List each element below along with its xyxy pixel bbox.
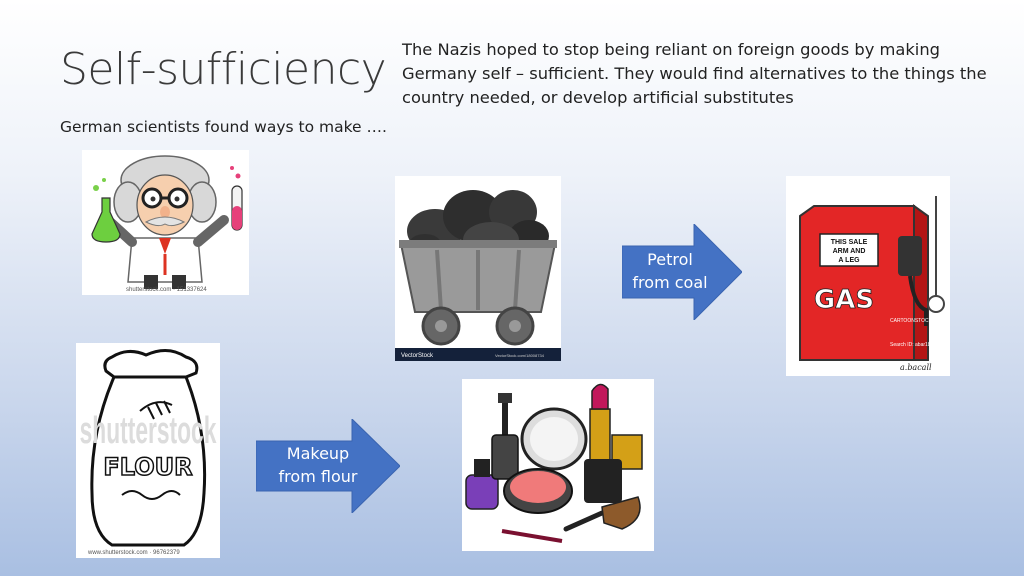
- arrow-label-line1: Makeup: [286, 444, 350, 463]
- arrow-label-line1: Petrol: [647, 250, 693, 269]
- arrow-label-line2: from coal: [632, 273, 708, 292]
- coal-cart-icon: VectorStock VectorStock.com/18008734: [395, 190, 561, 361]
- gas-pump-image: THIS SALE ARM AND A LEG GAS CARTOONSTOCK…: [786, 176, 950, 376]
- coal-cart-image: VectorStock VectorStock.com/18008734: [395, 176, 561, 361]
- gas-pump-icon: THIS SALE ARM AND A LEG GAS CARTOONSTOCK…: [799, 196, 945, 372]
- intro-text: The Nazis hoped to stop being reliant on…: [402, 40, 987, 107]
- right-arrow-icon: [621, 222, 743, 322]
- coal-credit: VectorStock: [401, 353, 434, 359]
- slide-title: Self-sufficiency: [60, 44, 387, 95]
- gas-credit-id: Search ID: abar187: [890, 342, 934, 348]
- coal-credit-id: VectorStock.com/18008734: [495, 353, 545, 358]
- makeup-icon: [465, 383, 643, 543]
- gas-sign-line1: THIS SALE: [831, 239, 868, 246]
- flour-bag-icon: shutterstock FLOUR www.shutterstock.com …: [80, 349, 217, 556]
- flour-bag-image: shutterstock FLOUR www.shutterstock.com …: [76, 343, 220, 558]
- gas-sign-line3: A LEG: [838, 257, 860, 264]
- subtitle-text: German scientists found ways to make ….: [60, 118, 387, 136]
- flour-credit: www.shutterstock.com · 96762379: [87, 550, 180, 556]
- flour-watermark: shutterstock: [80, 409, 217, 451]
- right-arrow-icon: [255, 417, 401, 515]
- arrow-petrol-from-coal: Petrol from coal: [621, 222, 743, 322]
- flour-bag-label: FLOUR: [103, 453, 192, 481]
- arrow-label-line2: from flour: [278, 467, 358, 486]
- gas-sign-line2: ARM AND: [833, 248, 866, 255]
- makeup-image: [462, 379, 654, 551]
- gas-signature: a.bacall: [900, 363, 932, 372]
- arrow-makeup-from-flour: Makeup from flour: [255, 417, 401, 515]
- gas-credit: CARTOONSTOCK: [890, 318, 933, 324]
- scientist-icon: shutterstock.com · 151337624: [91, 155, 243, 293]
- scientist-image: shutterstock.com · 151337624: [82, 150, 249, 295]
- scientist-credit: shutterstock.com · 151337624: [126, 287, 207, 293]
- gas-pump-label: GAS: [814, 285, 874, 315]
